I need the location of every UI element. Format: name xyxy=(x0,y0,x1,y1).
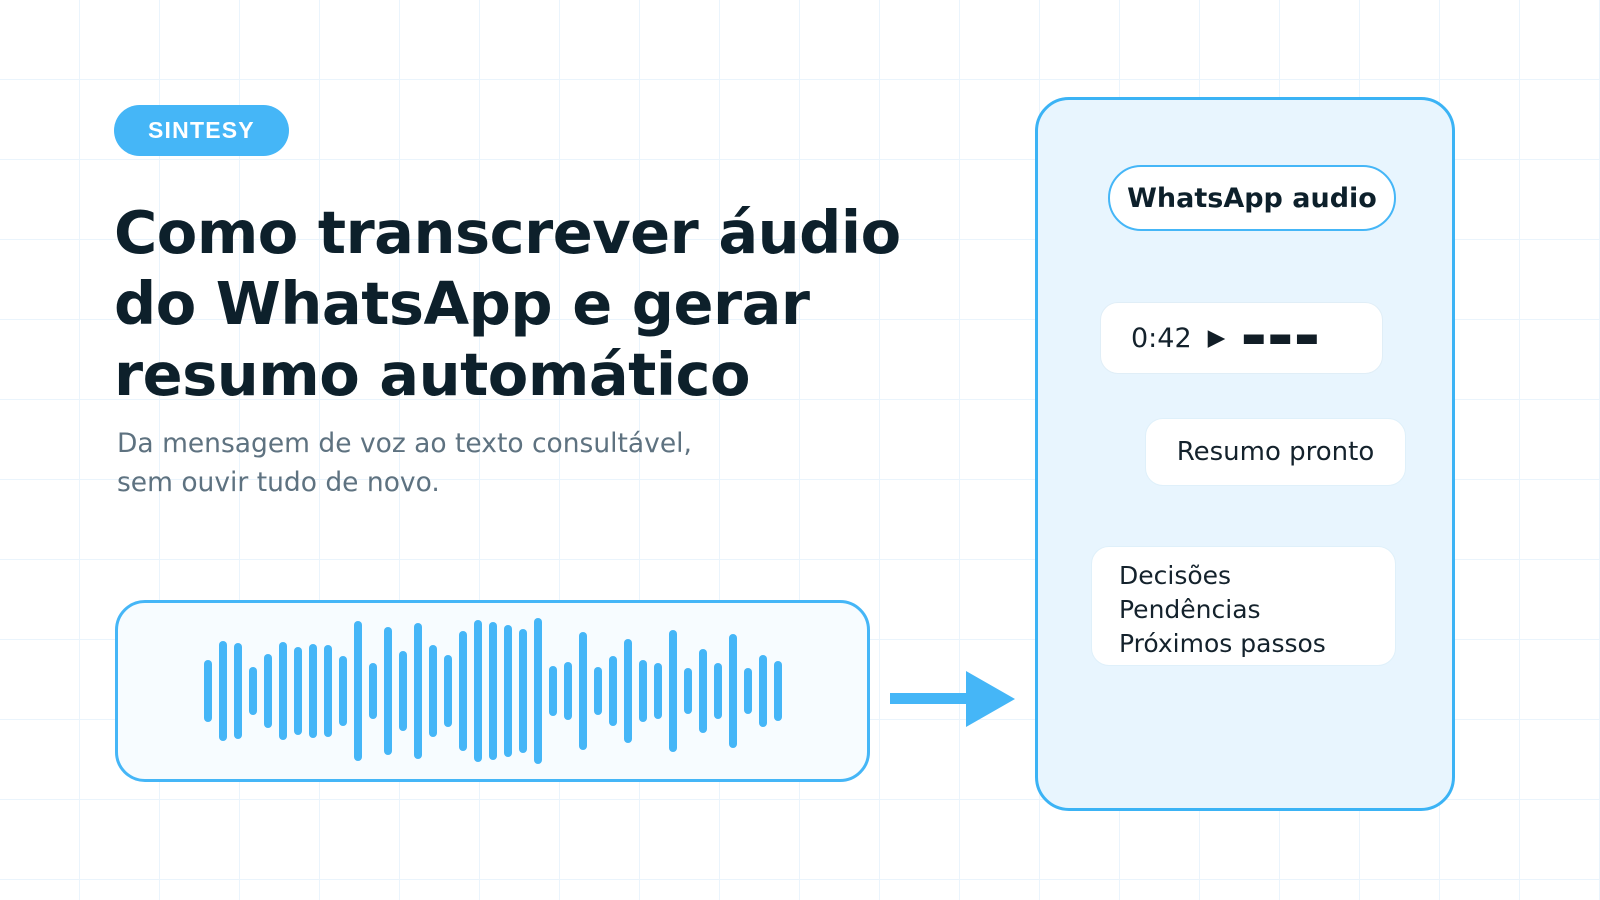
waveform-bar xyxy=(488,622,497,760)
waveform-bar xyxy=(458,631,467,751)
summary-outline-card: Decisões Pendências Próximos passos xyxy=(1091,546,1396,666)
waveform-bar xyxy=(428,645,437,737)
phone-mockup: WhatsApp audio 0:42 ▶ ▬▬▬ Resumo pronto … xyxy=(1035,97,1455,811)
waveform-bar xyxy=(203,660,212,722)
audio-duration-label: 0:42 xyxy=(1131,322,1192,354)
waveform-bar xyxy=(548,666,557,716)
waveform-bar xyxy=(608,656,617,726)
flow-arrow-icon xyxy=(890,663,1015,735)
whatsapp-audio-pill: WhatsApp audio xyxy=(1108,165,1396,231)
waveform-bar xyxy=(353,621,362,761)
waveform-bar xyxy=(578,632,587,750)
list-item: Decisões xyxy=(1119,561,1232,590)
list-item: Pendências xyxy=(1119,595,1261,624)
waveform-bar xyxy=(563,662,572,720)
audio-waveform-panel xyxy=(115,600,870,782)
waveform-bar xyxy=(398,651,407,731)
waveform-bar xyxy=(248,667,257,715)
play-icon[interactable]: ▶ xyxy=(1207,324,1226,351)
audio-progress-icon: ▬▬▬ xyxy=(1241,323,1322,353)
waveform-bar xyxy=(503,625,512,757)
waveform-bar xyxy=(758,655,767,727)
waveform-bar xyxy=(443,655,452,727)
waveform-bar xyxy=(233,643,242,739)
waveform-bar xyxy=(683,668,692,714)
waveform-bar xyxy=(713,663,722,719)
summary-ready-label: Resumo pronto xyxy=(1176,437,1375,467)
waveform-bar xyxy=(593,667,602,715)
page-subtitle: Da mensagem de voz ao texto consultável,… xyxy=(117,428,692,498)
waveform-bar xyxy=(338,656,347,726)
waveform-bar xyxy=(323,645,332,737)
waveform-bars xyxy=(118,603,867,779)
waveform-bar xyxy=(308,644,317,738)
waveform-bar xyxy=(773,661,782,721)
waveform-bar xyxy=(638,660,647,722)
waveform-bar xyxy=(218,641,227,741)
waveform-bar xyxy=(728,634,737,748)
waveform-bar xyxy=(653,663,662,719)
page-title: Como transcrever áudio do WhatsApp e ger… xyxy=(114,198,901,409)
waveform-bar xyxy=(743,668,752,714)
waveform-bar xyxy=(623,639,632,743)
summary-ready-bubble: Resumo pronto xyxy=(1145,418,1406,486)
waveform-bar xyxy=(668,630,677,752)
waveform-bar xyxy=(368,663,377,719)
list-item: Próximos passos xyxy=(1119,629,1326,658)
audio-message-bubble[interactable]: 0:42 ▶ ▬▬▬ xyxy=(1100,302,1383,374)
waveform-bar xyxy=(383,627,392,755)
whatsapp-audio-pill-label: WhatsApp audio xyxy=(1127,182,1377,214)
brand-badge: SINTESY xyxy=(114,105,289,156)
waveform-bar xyxy=(533,618,542,764)
brand-badge-label: SINTESY xyxy=(148,117,255,143)
waveform-bar xyxy=(518,629,527,753)
waveform-bar xyxy=(473,620,482,762)
waveform-bar xyxy=(698,649,707,733)
waveform-bar xyxy=(278,642,287,740)
waveform-bar xyxy=(413,623,422,759)
waveform-bar xyxy=(293,647,302,735)
waveform-bar xyxy=(263,654,272,728)
